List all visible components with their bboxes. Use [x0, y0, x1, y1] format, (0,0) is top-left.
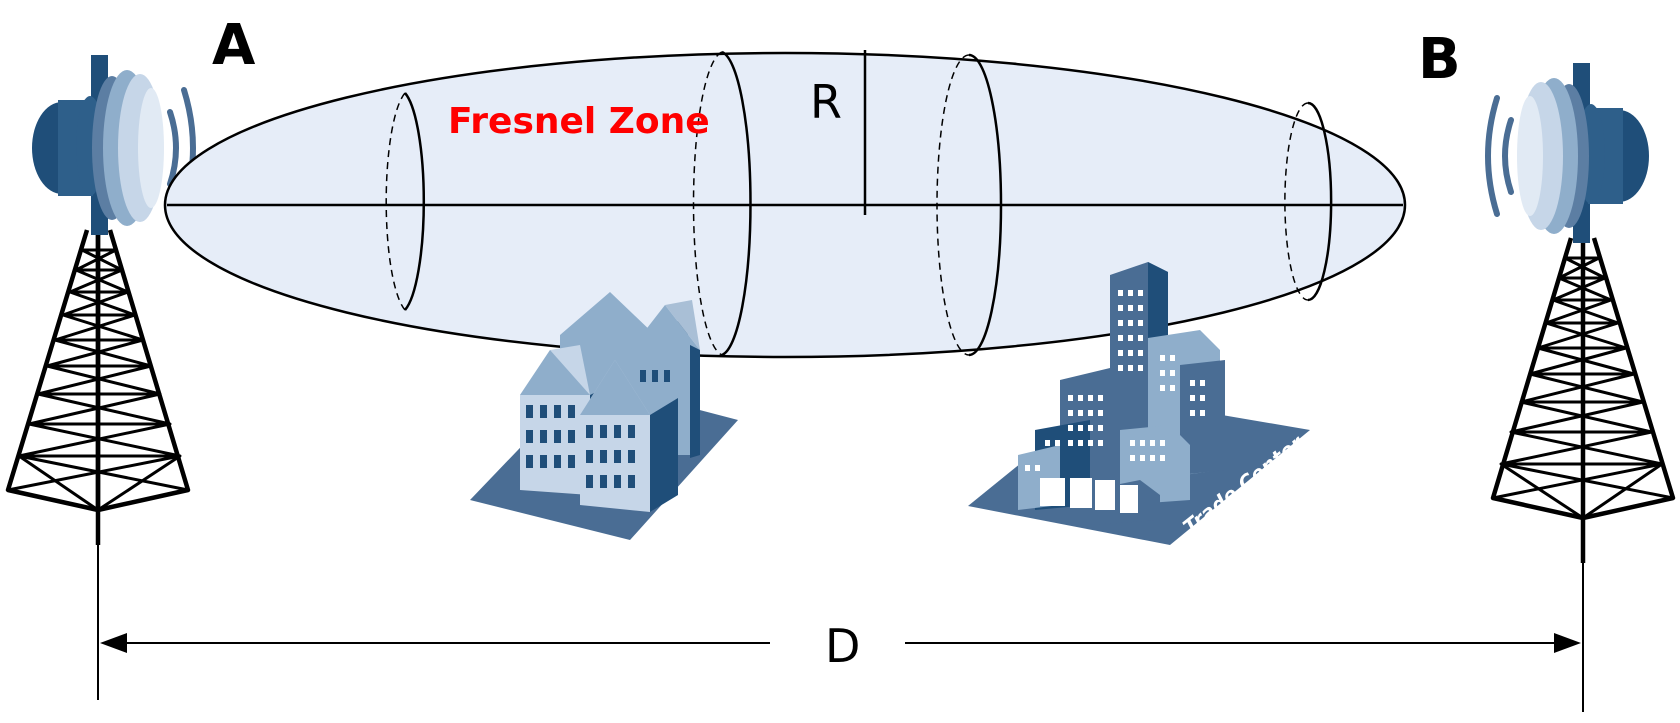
- arrowhead-right-icon: [1554, 633, 1581, 653]
- lattice-tower-icon: [5, 229, 191, 545]
- tower-b: [1485, 63, 1676, 563]
- cross-section-rings: [385, 50, 1333, 357]
- endpoint-a-label: A: [212, 13, 256, 78]
- tower-a: [5, 55, 196, 545]
- fresnel-zone-label: Fresnel Zone: [448, 101, 710, 142]
- lattice-tower-icon: [1490, 237, 1676, 563]
- building-icon: [470, 292, 738, 540]
- distance-dimension: [97, 545, 1584, 712]
- dish-antenna-icon: [32, 55, 164, 235]
- endpoint-b-label: B: [1418, 27, 1461, 92]
- fresnel-zone: [163, 50, 1407, 359]
- radio-waves-icon: [1485, 95, 1514, 217]
- distance-label: D: [825, 619, 860, 673]
- radius-label: R: [810, 75, 842, 129]
- arrowhead-left-icon: [100, 633, 127, 653]
- dish-antenna-icon: [1517, 63, 1649, 243]
